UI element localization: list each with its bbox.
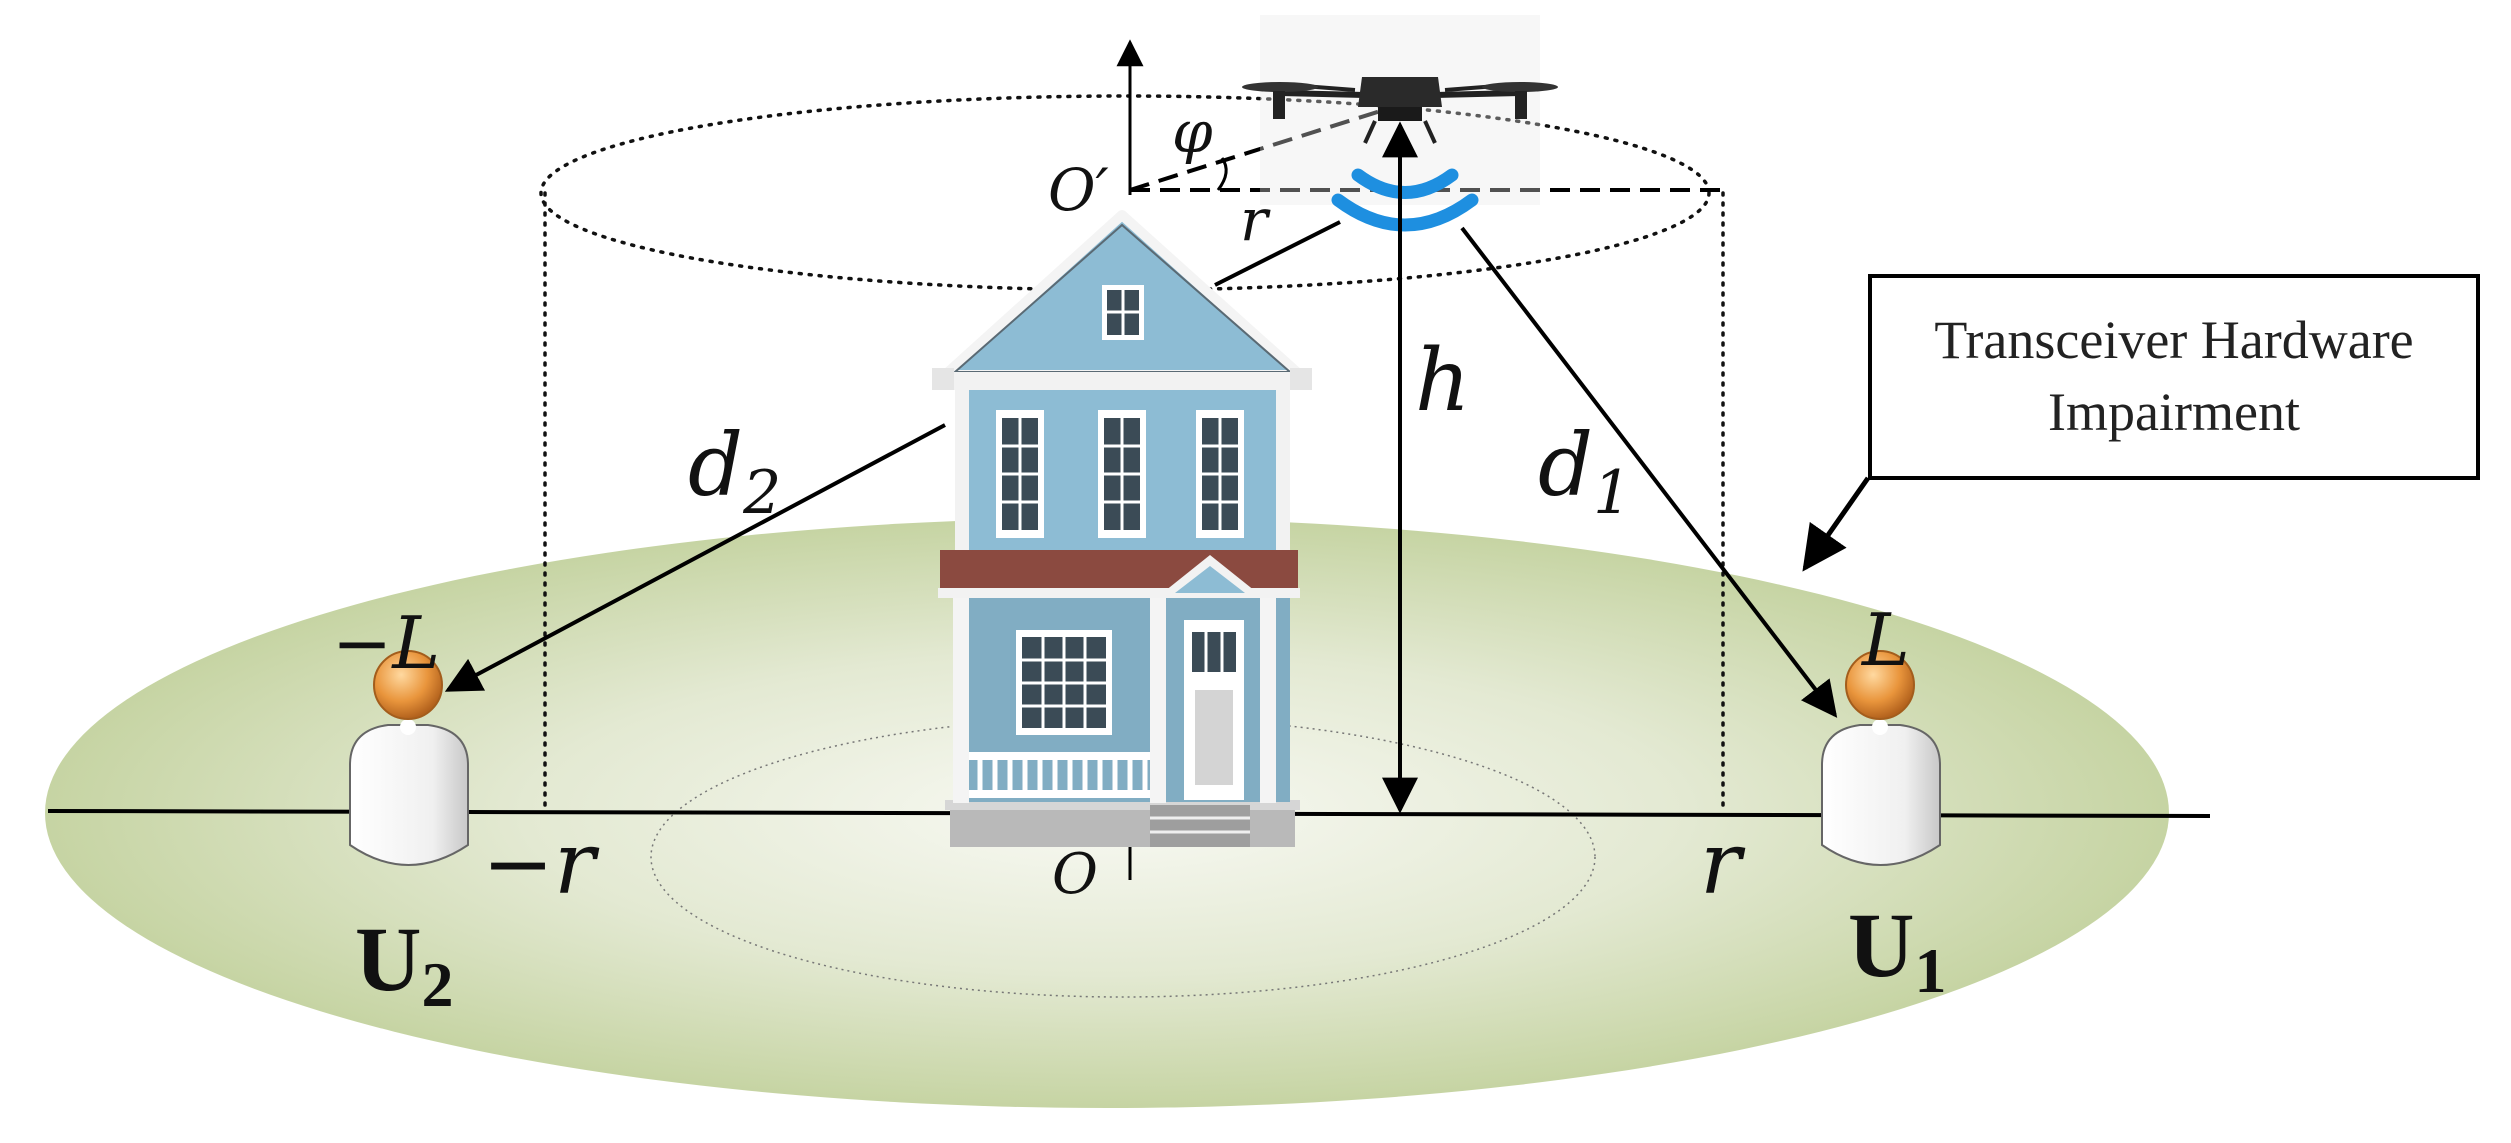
label-angle: φ bbox=[1172, 98, 1213, 166]
link-d2-line bbox=[444, 423, 946, 692]
label-user-u2: U2 bbox=[355, 908, 453, 1020]
label-pos-L: L bbox=[1860, 598, 1910, 682]
label-height: h bbox=[1415, 331, 1470, 431]
user-icon-u1 bbox=[1821, 650, 1941, 866]
house-icon bbox=[932, 210, 1312, 847]
angle-arc bbox=[1216, 157, 1228, 191]
label-radius-top: r bbox=[1240, 186, 1271, 254]
label-origin: O bbox=[1052, 842, 1098, 907]
radius-solid-line bbox=[1214, 220, 1341, 287]
label-d2: d2 bbox=[688, 416, 781, 528]
link-d1-line bbox=[1460, 226, 1838, 718]
user-icon-u2 bbox=[349, 650, 469, 866]
callout-arrow bbox=[1802, 476, 1871, 572]
callout-line-2: Impairment bbox=[2048, 382, 2300, 442]
uav-trajectory-ellipse bbox=[539, 94, 1711, 292]
label-neg-r: −r bbox=[482, 814, 600, 914]
callout-line-1: Transceiver Hardware bbox=[1934, 310, 2413, 370]
label-user-u1: U1 bbox=[1848, 894, 1946, 1006]
label-d1: d1 bbox=[1538, 416, 1631, 528]
label-neg-L: −L bbox=[332, 601, 440, 685]
label-origin-top: O′ bbox=[1048, 156, 1109, 224]
angle-dashed-line bbox=[1129, 106, 1391, 192]
callout-box bbox=[1868, 274, 2480, 480]
label-pos-r: r bbox=[1700, 814, 1746, 914]
